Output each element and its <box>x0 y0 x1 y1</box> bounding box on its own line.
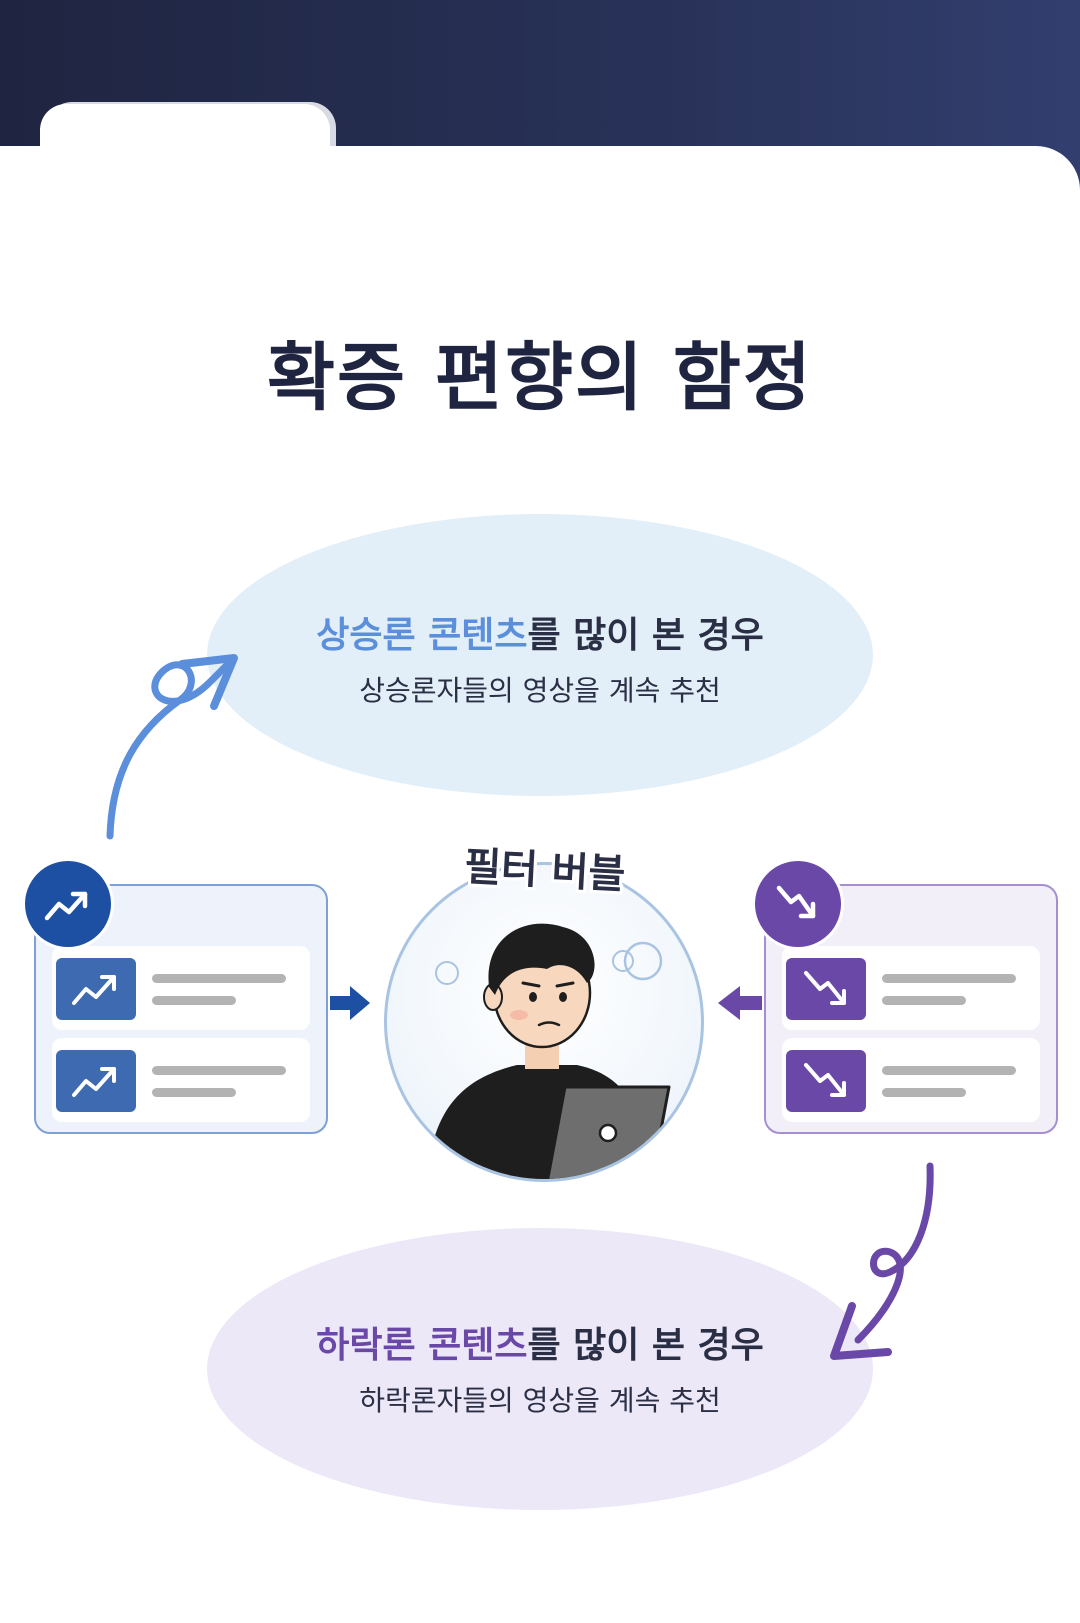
text-placeholder <box>152 996 236 1005</box>
trend-down-icon <box>752 858 844 950</box>
text-placeholder <box>882 974 1016 983</box>
curved-arrow-down-icon <box>830 1162 934 1360</box>
bearish-feed-item <box>782 1038 1040 1122</box>
arrow-left-icon <box>718 986 762 1020</box>
bullish-feed-item <box>52 1038 310 1122</box>
trend-up-icon <box>56 1050 136 1112</box>
bearish-highlight: 하락론 콘텐츠 <box>316 1325 528 1366</box>
text-placeholder <box>882 996 966 1005</box>
bearish-heading-rest: 를 많이 본 경우 <box>527 1325 764 1366</box>
bullish-heading-rest: 를 많이 본 경우 <box>527 615 764 656</box>
bullish-feed-item <box>52 946 310 1030</box>
person-with-laptop-icon <box>427 923 671 1179</box>
bullish-case-ellipse: 상승론 콘텐츠를 많이 본 경우 상승론자들의 영상을 계속 추천 <box>207 514 873 796</box>
page-title: 확증 편향의 함정 <box>266 335 814 421</box>
bullish-highlight: 상승론 콘텐츠 <box>316 615 528 656</box>
text-placeholder <box>152 974 286 983</box>
bullish-case-heading: 상승론 콘텐츠를 많이 본 경우 <box>207 606 873 658</box>
bearish-case-subtitle: 하락론자들의 영상을 계속 추천 <box>359 1384 721 1417</box>
text-placeholder <box>882 1066 1016 1075</box>
filter-bubble <box>384 862 704 1182</box>
curved-arrow-up-icon <box>106 654 238 840</box>
bullish-case-subtitle: 상승론자들의 영상을 계속 추천 <box>359 674 721 707</box>
trend-down-icon <box>786 1050 866 1112</box>
arrow-right-icon <box>330 986 370 1020</box>
bearish-case-heading: 하락론 콘텐츠를 많이 본 경우 <box>207 1316 873 1368</box>
text-placeholder <box>152 1066 286 1075</box>
text-placeholder <box>152 1088 236 1097</box>
text-placeholder <box>882 1088 966 1097</box>
trend-up-icon <box>22 858 114 950</box>
trend-up-icon <box>56 958 136 1020</box>
trend-down-icon <box>786 958 866 1020</box>
bullish-feed-panel <box>34 884 328 1134</box>
bearish-case-ellipse: 하락론 콘텐츠를 많이 본 경우 하락론자들의 영상을 계속 추천 <box>207 1228 873 1510</box>
bearish-feed-item <box>782 946 1040 1030</box>
